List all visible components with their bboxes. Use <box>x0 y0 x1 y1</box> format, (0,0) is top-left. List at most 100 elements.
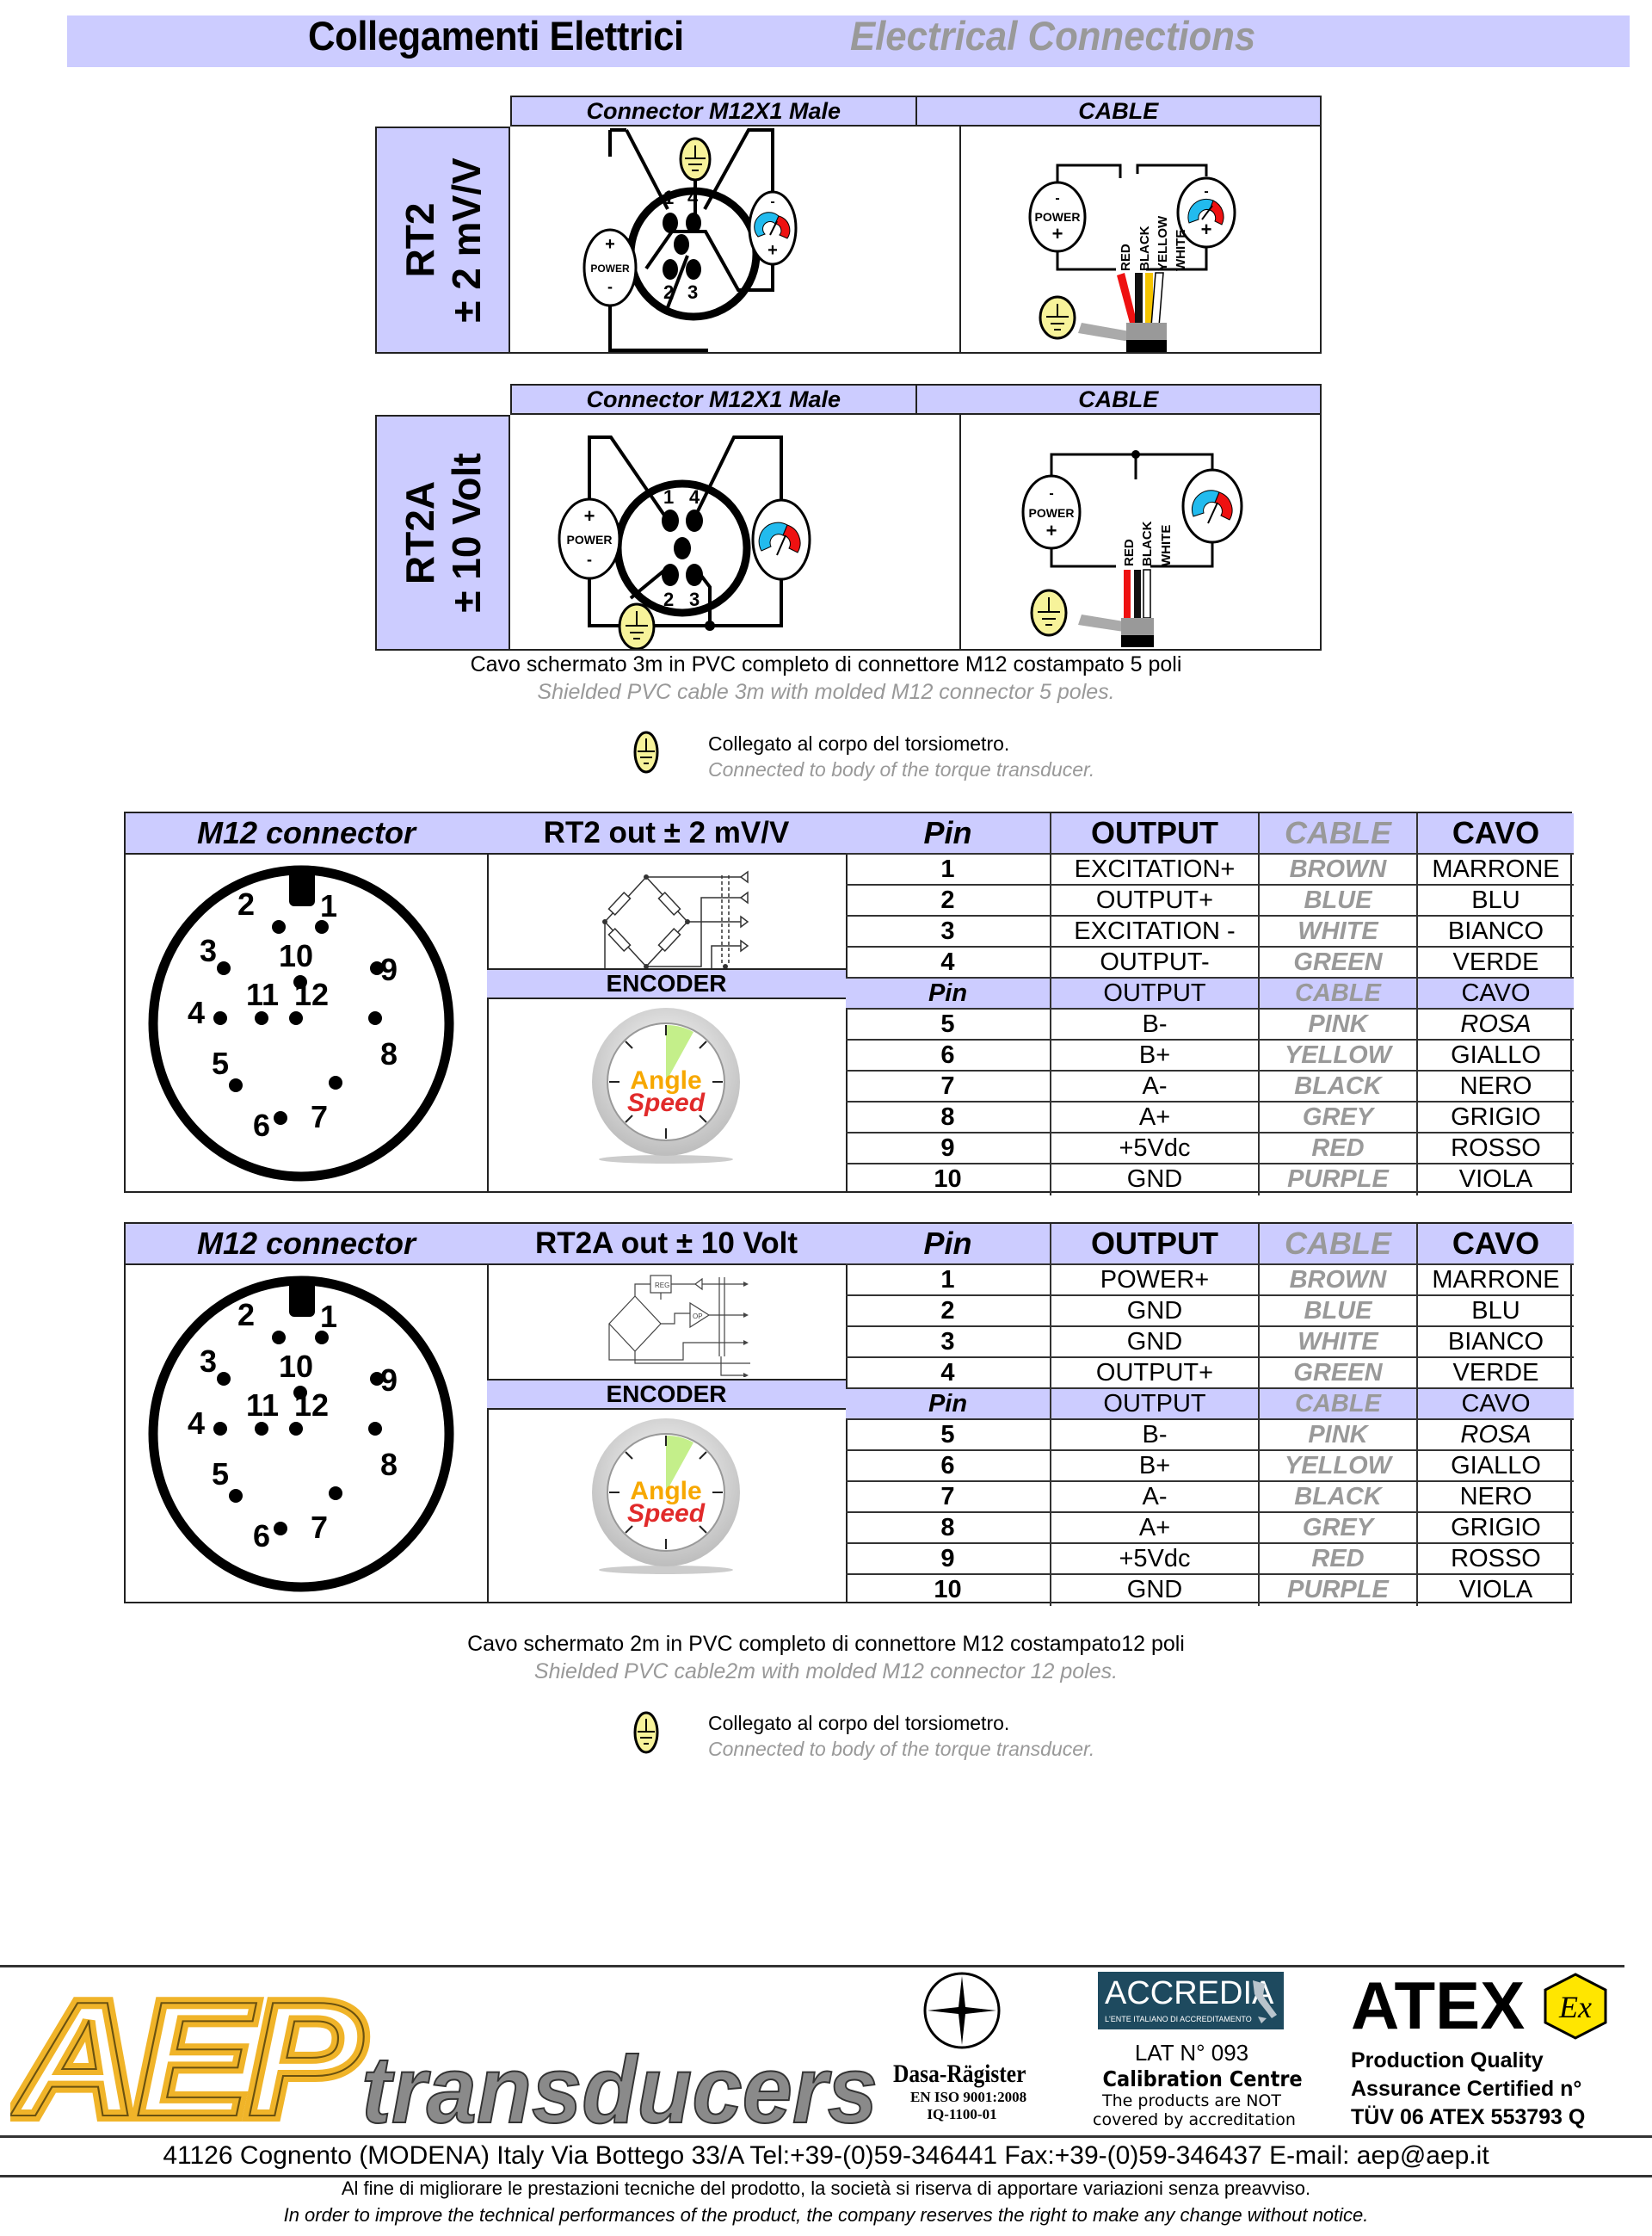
meter-icon: - + <box>1176 176 1236 249</box>
svg-text:12: 12 <box>294 977 329 1012</box>
diagram-header: Connector M12X1 Male CABLE <box>510 96 1322 127</box>
accredia-details: LAT N° 093 Calibration Centre The produc… <box>1093 2040 1303 2129</box>
svg-text:BLACK: BLACK <box>1137 225 1152 271</box>
svg-text:transducers: transducers <box>361 2037 878 2133</box>
svg-text:POWER: POWER <box>1029 506 1075 520</box>
svg-text:4: 4 <box>689 486 700 508</box>
pin-table-rt2: M12 connector 1 2 3 4 5 6 7 8 9 <box>124 812 1574 1195</box>
svg-text:7: 7 <box>311 1099 328 1134</box>
svg-text:4: 4 <box>687 187 699 208</box>
svg-text:3: 3 <box>200 933 217 968</box>
svg-text:POWER: POWER <box>567 533 613 547</box>
svg-text:AEP: AEP <box>10 1978 364 2133</box>
svg-text:3: 3 <box>687 281 698 303</box>
model-column: RT2 out ± 2 mV/V <box>487 813 848 1191</box>
table-subheader-row: Pin OUTPUT CABLE CAVO <box>846 979 1574 1010</box>
svg-text:POWER: POWER <box>1035 210 1081 224</box>
svg-text:6: 6 <box>253 1518 270 1553</box>
pin-table-rt2a: M12 connector 1 2 3 4 5 6 7 8 9 <box>124 1222 1574 1606</box>
svg-text:1: 1 <box>663 187 674 208</box>
m12-12pin-connector-diagram: 1 2 3 4 5 6 7 8 9 10 11 12 <box>148 1276 454 1592</box>
col-header-model: RT2A out ± 10 Volt <box>487 1224 846 1265</box>
angle-speed-gauge-icon: Angle Speed <box>592 1418 740 1574</box>
footer-divider <box>0 2135 1652 2138</box>
disclaimer-english: In order to improve the technical perfor… <box>283 2204 1369 2226</box>
table-header-row: Pin OUTPUT CABLE CAVO <box>846 1224 1574 1265</box>
cable-caption-italian: Cavo schermato 2m in PVC completo di con… <box>467 1632 1185 1656</box>
diagram-body: 1 4 2 3 + POWER - <box>509 415 1322 651</box>
diagram-block-rt2: Connector M12X1 Male CABLE RT2 ± 2 mV/V <box>375 96 1322 354</box>
power-supply-icon: - POWER + <box>1021 474 1082 550</box>
ground-icon <box>633 731 659 774</box>
page-title-english: Electrical Connections <box>850 13 1256 59</box>
col-connector-label: Connector M12X1 Male <box>512 97 917 125</box>
svg-text:+: + <box>584 505 595 527</box>
side-label: RT2 ± 2 mV/V <box>375 127 510 354</box>
cable-wiring-diagram: - POWER + RED BLACK WHITE <box>1021 450 1243 647</box>
svg-text:5: 5 <box>212 1046 229 1081</box>
ground-icon <box>618 602 656 649</box>
col-header-connector: M12 connector <box>126 813 487 855</box>
meter-icon <box>1181 468 1243 544</box>
svg-text:9: 9 <box>380 1362 398 1398</box>
svg-text:-: - <box>770 195 774 209</box>
ground-note-italian: Collegato al corpo del torsiometro. <box>708 732 1010 755</box>
cable-caption-italian: Cavo schermato 3m in PVC completo di con… <box>470 652 1182 676</box>
amplifier-bridge-schematic: REG OP <box>608 1275 750 1377</box>
table-header-row: Pin OUTPUT CABLE CAVO <box>846 813 1574 855</box>
ground-icon <box>633 1711 659 1754</box>
svg-text:3: 3 <box>689 589 700 610</box>
svg-text:BLACK: BLACK <box>1140 521 1155 566</box>
svg-text:8: 8 <box>380 1447 398 1482</box>
disclaimer-italian: Al fine di migliorare le prestazioni tec… <box>341 2177 1311 2199</box>
svg-text:WHITE: WHITE <box>1159 525 1174 566</box>
svg-text:Speed: Speed <box>627 1089 706 1117</box>
connector-column: M12 connector 1 2 3 4 5 6 7 8 9 <box>126 1224 489 1602</box>
svg-text:YELLOW: YELLOW <box>1156 215 1170 271</box>
table-subheader-row: Pin OUTPUT CABLE CAVO <box>846 1389 1574 1420</box>
svg-text:+: + <box>1052 223 1063 244</box>
ground-note-english: Connected to body of the torque transduc… <box>708 758 1095 781</box>
ground-note-english: Connected to body of the torque transduc… <box>708 1738 1095 1760</box>
svg-text:POWER: POWER <box>590 263 630 275</box>
svg-text:+: + <box>1201 219 1212 240</box>
svg-text:12: 12 <box>294 1387 329 1423</box>
svg-text:2: 2 <box>663 281 674 303</box>
svg-text:2: 2 <box>237 1297 255 1332</box>
svg-text:7: 7 <box>311 1510 328 1545</box>
svg-text:-: - <box>587 551 592 568</box>
svg-text:1: 1 <box>320 1299 337 1334</box>
svg-text:11: 11 <box>246 977 279 1012</box>
svg-text:WHITE: WHITE <box>1174 230 1188 271</box>
svg-text:1: 1 <box>320 888 337 923</box>
svg-text:4: 4 <box>188 995 205 1030</box>
model-name: RT2A <box>397 480 442 585</box>
diagram-body: 1 4 2 3 + POWER - <box>509 127 1322 354</box>
svg-text:9: 9 <box>380 952 398 987</box>
company-address: 41126 Cognento (MODENA) Italy Via Botteg… <box>163 2141 1489 2170</box>
svg-text:AEP: AEP <box>10 1978 364 2133</box>
italy-map-icon <box>1253 1980 1277 2023</box>
power-supply-icon: - POWER + <box>1028 181 1087 253</box>
svg-text:11: 11 <box>246 1387 279 1423</box>
svg-text:-: - <box>1055 191 1059 206</box>
svg-text:4: 4 <box>188 1405 205 1441</box>
side-label: RT2A ± 10 Volt <box>375 415 510 651</box>
ground-icon <box>1030 589 1068 637</box>
